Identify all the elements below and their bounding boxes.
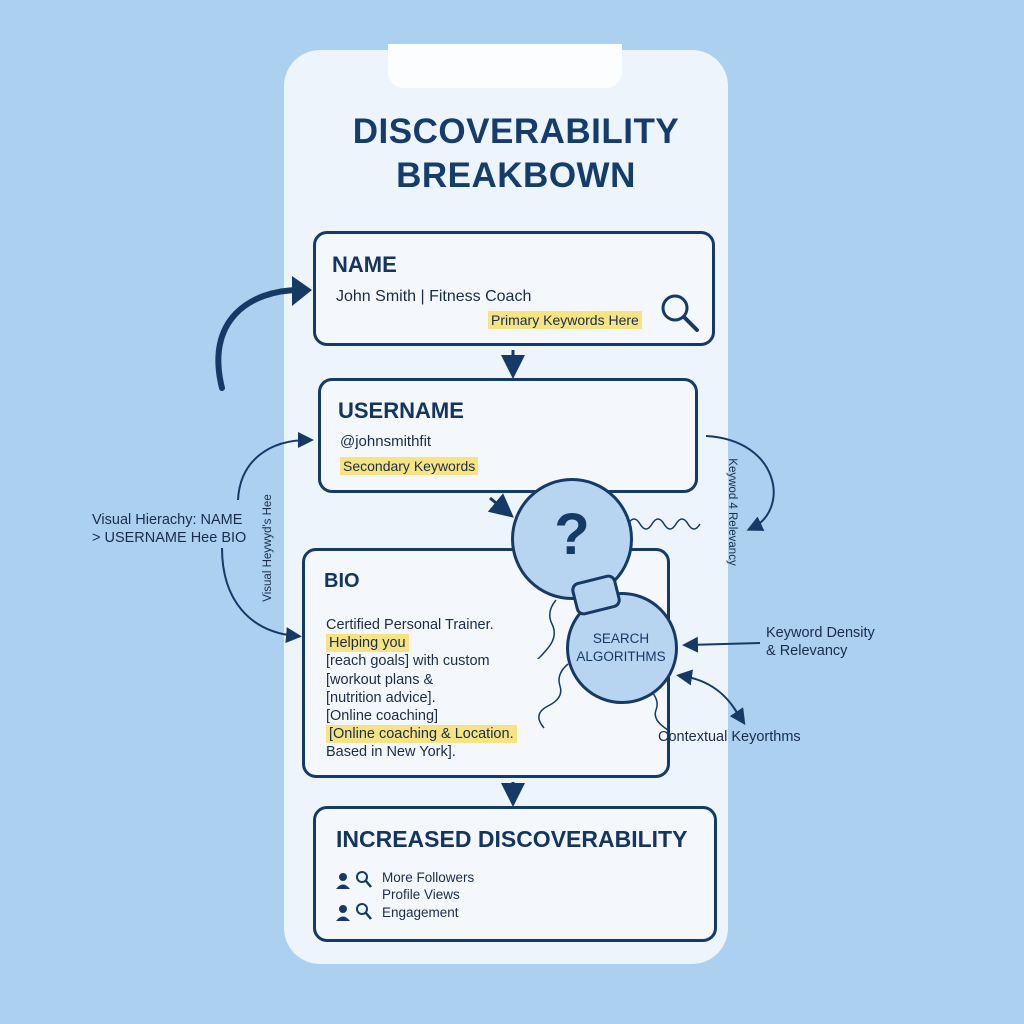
name-value: John Smith | Fitness Coach — [336, 288, 532, 305]
bio-line: Certified Personal Trainer. — [326, 617, 494, 633]
secondary-keywords-tag: Secondary Keywords — [340, 457, 479, 475]
title-line-1: DISCOVERABILITY — [352, 112, 680, 151]
stat-profile-views: Profile Views — [382, 887, 460, 902]
result-card[interactable] — [313, 806, 717, 942]
contextual-note: Contextual Keyorthms — [658, 729, 801, 745]
phone-notch — [388, 44, 622, 88]
bio-line: [workout plans & — [326, 671, 434, 688]
bio-line: [Online coaching & Location. — [326, 725, 517, 744]
page-title: DISCOVERABILITY BREAKBOWN — [300, 110, 732, 198]
username-heading: USERNAME — [338, 398, 464, 423]
bio-line: Based in New York]. — [326, 744, 456, 761]
visual-hierarchy-note: Visual Hierachy: NAME > USERNAME Hee BIO — [92, 511, 246, 547]
search-algorithms-label: SEARCH ALGORITHMS — [568, 630, 674, 666]
algo-line-2: ALGORITHMS — [576, 649, 666, 664]
bio-text: Certified Personal Trainer. Helping you … — [326, 616, 517, 762]
hierarchy-line-1: Visual Hierachy: NAME — [92, 512, 243, 528]
stat-engagement: Engagement — [382, 905, 459, 920]
bio-line: [reach goals] with custom — [326, 653, 490, 670]
hierarchy-line-2: > USERNAME Hee BIO — [92, 530, 247, 546]
bio-heading: BIO — [324, 570, 360, 592]
right-rotated-label: Keywod 4 Relevancy — [726, 458, 738, 566]
keyword-density-note: Keyword Density & Relevancy — [766, 624, 875, 660]
density-line-1: Keyword Density — [766, 625, 875, 641]
density-line-2: & Relevancy — [766, 643, 848, 659]
username-value: @johnsmithfit — [340, 433, 432, 450]
bio-line: Helping you — [326, 634, 517, 653]
username-card[interactable] — [318, 378, 698, 493]
algo-line-1: SEARCH — [592, 631, 650, 646]
result-heading: INCREASED DISCOVERABILITY — [336, 826, 688, 852]
bio-line: [nutrition advice]. — [326, 689, 436, 706]
left-rotated-label: Visual Heywyd's Hee — [262, 494, 274, 602]
name-heading: NAME — [332, 252, 397, 277]
title-line-2: BREAKBOWN — [396, 156, 636, 195]
stat-more-followers: More Followers — [382, 870, 475, 885]
primary-keywords-tag: Primary Keywords Here — [488, 311, 642, 329]
question-mark-icon: ? — [554, 502, 590, 567]
bio-line: [Online coaching] — [326, 708, 439, 725]
